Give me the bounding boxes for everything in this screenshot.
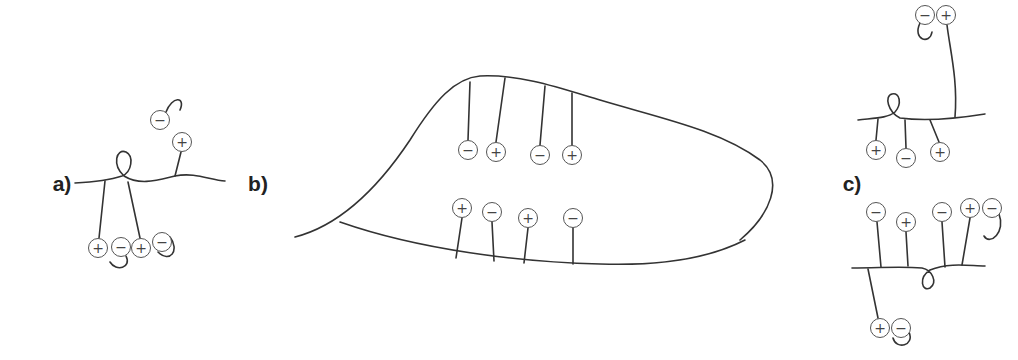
charge-circle: − [896,148,916,168]
charge-circle: + [452,198,472,218]
charge-circle: + [960,198,980,218]
charge-sign: + [522,211,534,225]
charge-circle: − [891,318,911,338]
charge-circle: + [936,5,956,25]
charge-circle: − [915,5,935,25]
charge-circle: + [870,318,890,338]
charge-circle: − [111,237,131,257]
charge-sign: − [870,205,882,219]
charge-sign: + [940,8,952,22]
charge-circle: − [530,145,550,165]
charge-circle: − [932,202,952,222]
panel-label: a) [53,173,72,194]
charge-circle: + [562,145,582,165]
charge-sign: − [900,151,912,165]
charge-sign: + [870,143,882,157]
charge-sign: + [874,321,886,335]
charge-sign: − [486,205,498,219]
charge-sign: − [986,201,998,215]
charge-sign: − [115,240,127,254]
charge-sign: − [895,321,907,335]
charge-circle: + [131,238,151,258]
charge-circle: + [866,140,886,160]
charge-circle: + [896,212,916,232]
charge-sign: + [490,145,502,159]
charge-sign: + [135,241,147,255]
charge-circle: − [482,202,502,222]
charge-sign: + [566,148,578,162]
charge-sign: + [456,201,468,215]
charge-circle: − [982,198,1002,218]
charge-circle: + [172,132,192,152]
panel-label: c) [843,173,862,194]
charge-circle: − [458,140,478,160]
charge-circle: − [150,110,170,130]
charge-circle: − [563,208,583,228]
panel-label: b) [248,173,268,194]
charge-sign: − [567,211,579,225]
charge-sign: + [92,241,104,255]
charge-sign: − [534,148,546,162]
charge-circle: + [486,142,506,162]
charge-sign: + [934,145,946,159]
charge-circle: + [518,208,538,228]
charge-circle: + [88,238,108,258]
charge-circle: + [930,142,950,162]
charge-circle: − [152,232,172,252]
charge-sign: − [919,8,931,22]
charge-sign: − [156,235,168,249]
charge-sign: + [900,215,912,229]
charge-sign: + [964,201,976,215]
charge-sign: − [154,113,166,127]
charge-circle: − [866,202,886,222]
charge-sign: + [176,135,188,149]
charge-sign: − [936,205,948,219]
charge-sign: − [462,143,474,157]
